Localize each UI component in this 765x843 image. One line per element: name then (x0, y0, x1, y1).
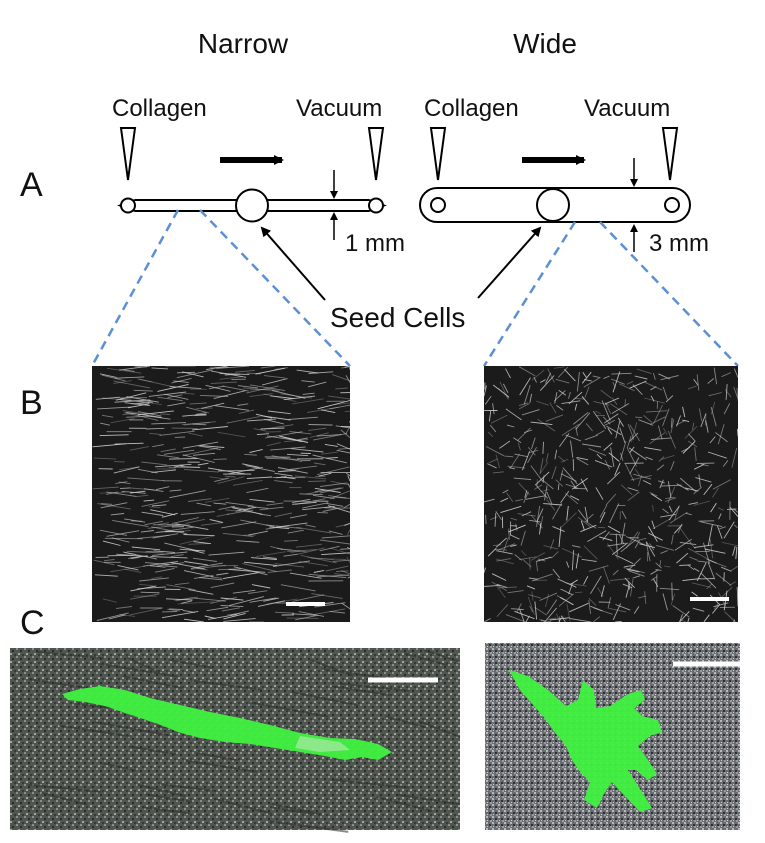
panel-label-c: C (20, 604, 45, 642)
vacuum-label-wide: Vacuum (584, 95, 670, 122)
collagen-fiber (672, 583, 673, 601)
collagen-fiber (615, 621, 622, 622)
collagen-pipette-icon (431, 128, 445, 180)
collagen-label-narrow: Collagen (112, 95, 207, 122)
collagen-fiber (340, 549, 350, 550)
collagen-fiber (177, 372, 195, 373)
collagen-fiber (309, 425, 333, 426)
collagen-fiber (598, 527, 605, 528)
collagen-fiber (141, 592, 160, 593)
vacuum-outlet-port (369, 199, 383, 213)
collagen-fiber (530, 557, 531, 570)
wide-channel-device (420, 128, 690, 222)
collagen-fiber (509, 529, 510, 540)
cell-image-wide (485, 643, 740, 830)
dimension-label-narrow: 1 mm (345, 230, 405, 257)
collagen-fiber (558, 484, 559, 490)
collagen-fiber (101, 504, 112, 505)
collagen-fiber (737, 429, 738, 436)
collagen-fiber (635, 417, 642, 418)
collagen-fiber (315, 476, 325, 477)
cell-image-narrow (10, 648, 460, 832)
collagen-fiber (120, 488, 130, 489)
column-title-wide: Wide (513, 28, 577, 59)
narrow-channel-device (120, 128, 384, 222)
seed-cells-arrow-narrow (262, 228, 325, 300)
column-title-narrow: Narrow (198, 28, 289, 59)
collagen-fiber (575, 592, 582, 593)
collagen-label-wide: Collagen (424, 95, 519, 122)
collagen-fiber (679, 565, 691, 566)
vacuum-pipette-icon (369, 128, 383, 180)
seed-well-narrow (236, 190, 268, 222)
dimension-label-wide: 3 mm (649, 230, 709, 257)
fiber-image-narrow (92, 366, 350, 622)
vacuum-label-narrow: Vacuum (296, 95, 382, 122)
collagen-fiber (486, 515, 487, 524)
seed-cells-label: Seed Cells (330, 302, 465, 333)
collagen-fiber (308, 481, 325, 482)
collagen-fiber (194, 415, 206, 416)
collagen-fiber (705, 413, 706, 425)
collagen-fiber (213, 459, 226, 460)
panel-label-b: B (20, 384, 43, 422)
fiber-image-wide (484, 366, 738, 622)
seed-well-wide (537, 189, 569, 221)
collagen-fiber (114, 462, 125, 463)
collagen-fiber (543, 442, 544, 454)
panel-label-a: A (20, 166, 43, 204)
seed-cells-arrow-wide (478, 228, 540, 298)
collagen-inlet-port (121, 199, 135, 213)
collagen-pipette-icon (121, 128, 135, 180)
collagen-fiber (105, 538, 143, 539)
collagen-fiber (169, 459, 197, 460)
collagen-fiber (160, 414, 170, 415)
zoom-guides (92, 210, 738, 366)
collagen-fiber (345, 411, 350, 412)
vacuum-pipette-icon (663, 128, 677, 180)
